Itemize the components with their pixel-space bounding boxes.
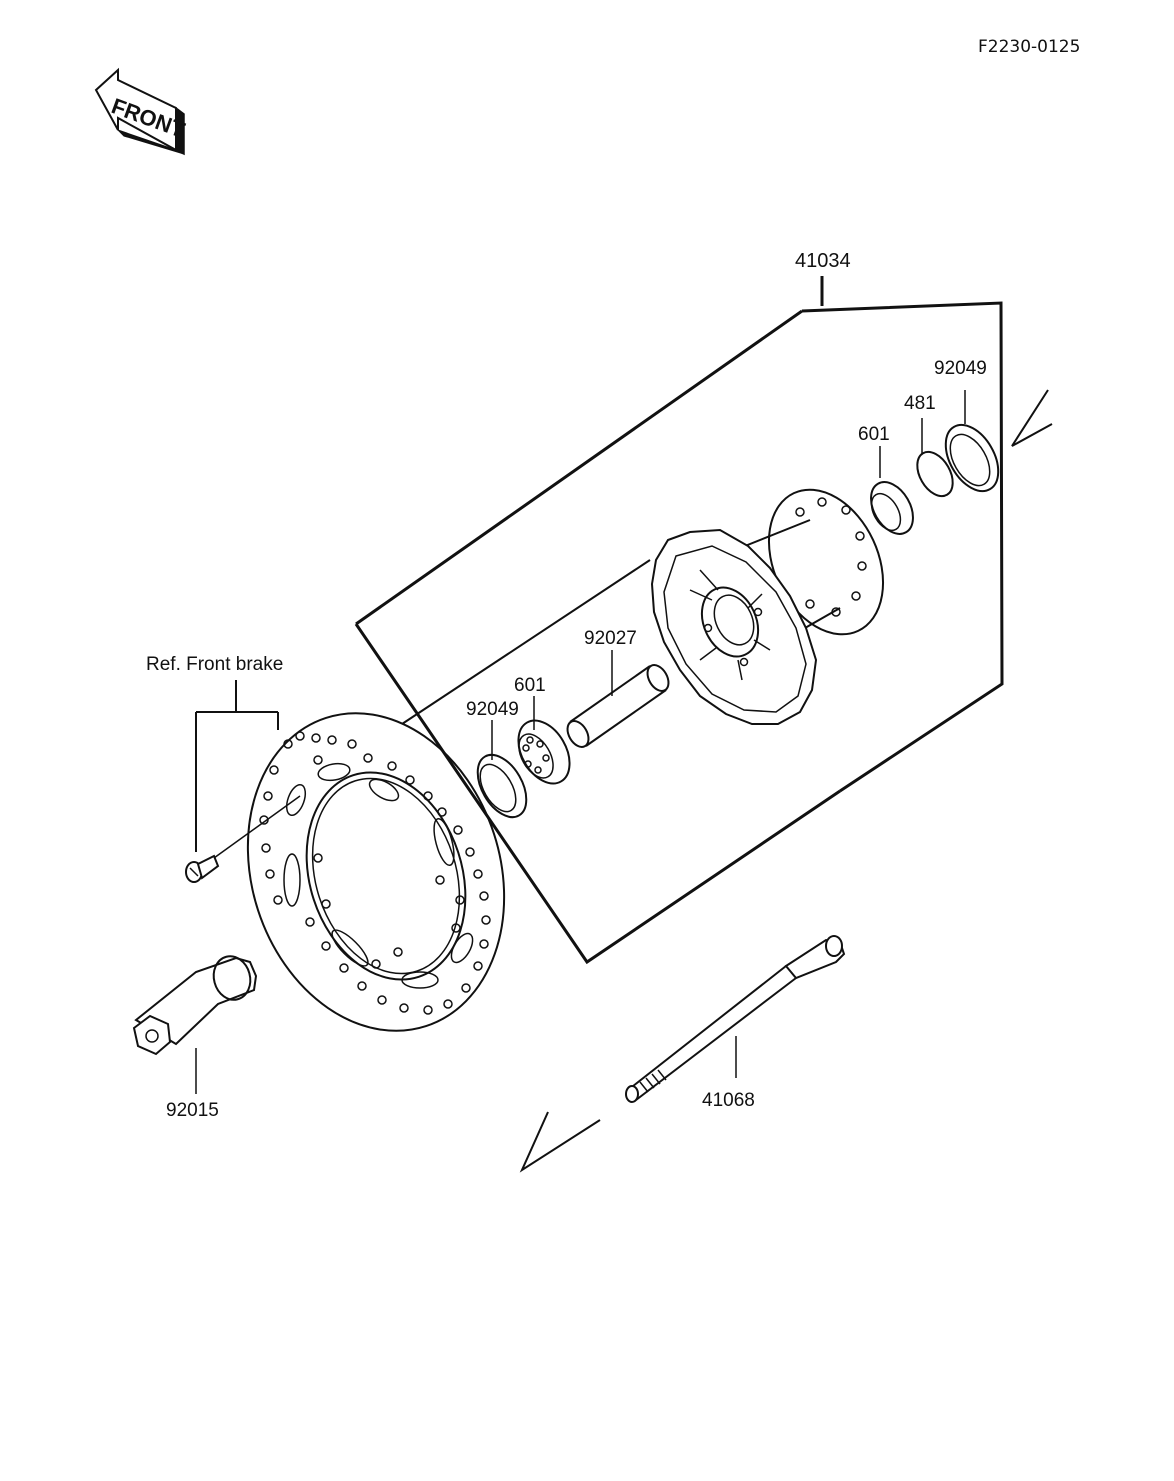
brake-disc bbox=[246, 712, 506, 1032]
reference-note: Ref. Front brake bbox=[146, 654, 283, 675]
part-label-41034: 41034 bbox=[795, 250, 851, 272]
hub-assembly-bracket bbox=[354, 276, 1004, 965]
direction-arrow-upper-icon bbox=[1011, 389, 1053, 447]
part-label-481: 481 bbox=[904, 393, 936, 414]
ring-481 bbox=[916, 418, 954, 498]
front-brake-reference-bracket bbox=[195, 680, 301, 859]
part-label-92049-right: 92049 bbox=[934, 358, 987, 379]
part-label-92015: 92015 bbox=[166, 1100, 219, 1121]
axle-41068 bbox=[625, 935, 846, 1103]
diagram-code: F2230-0125 bbox=[978, 37, 1080, 57]
seal-left-92049 bbox=[476, 720, 528, 819]
part-label-601-right: 601 bbox=[858, 424, 890, 445]
part-label-92049-left: 92049 bbox=[466, 699, 519, 720]
part-label-92027: 92027 bbox=[584, 628, 637, 649]
disc-screw bbox=[185, 854, 220, 883]
bearing-left-601 bbox=[517, 696, 571, 785]
direction-arrow-lower-icon bbox=[519, 1111, 601, 1173]
seal-right-92049 bbox=[944, 390, 1000, 493]
part-label-41068: 41068 bbox=[702, 1090, 755, 1111]
axle-collar-92015 bbox=[132, 955, 258, 1094]
collar-92027 bbox=[566, 650, 670, 748]
bearing-right-601 bbox=[870, 446, 914, 535]
wheel-hub bbox=[650, 488, 885, 725]
part-label-601-left: 601 bbox=[514, 675, 546, 696]
front-arrow-icon: FRONT bbox=[94, 67, 189, 156]
